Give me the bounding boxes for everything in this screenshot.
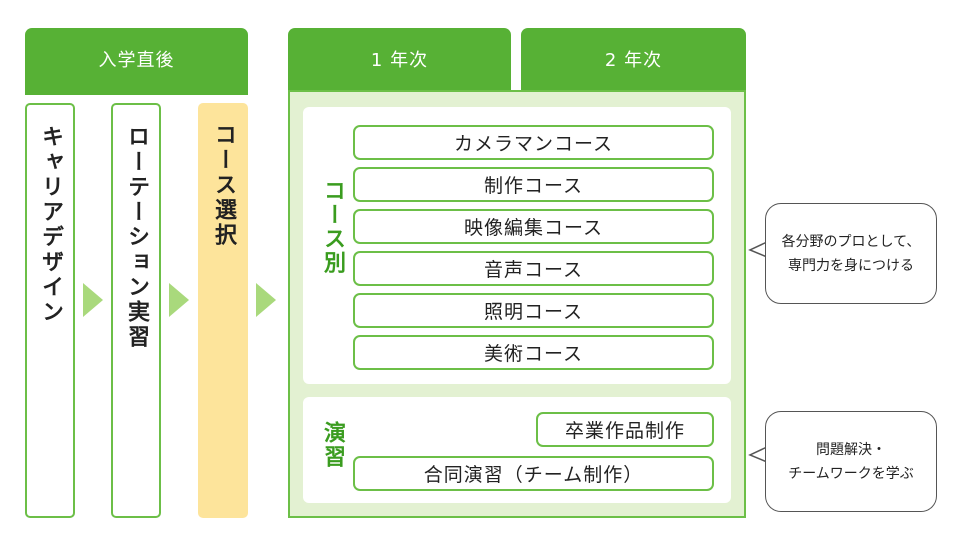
header-entry-label: 入学直後 (98, 50, 175, 71)
callout-courses-line2: 専門力を身につける (788, 257, 914, 274)
header-entry-underline (25, 90, 248, 95)
course-item: 照明コース (353, 293, 714, 328)
course-item: 映像編集コース (353, 209, 714, 244)
practice-item-joint-exercise: 合同演習（チーム制作） (353, 456, 714, 491)
header-year1: 1 年次 (288, 28, 511, 90)
arrow-right-icon (83, 283, 103, 317)
header-year1-label: 1 年次 (370, 50, 429, 71)
phase-career-design-label: キャリアデザイン (38, 125, 63, 325)
course-item: カメラマンコース (353, 125, 714, 160)
phase-course-selection: コース選択 (198, 103, 248, 518)
callout-practice-line2: チームワークを学ぶ (788, 465, 914, 482)
practice-section-title: 演習 (320, 421, 345, 469)
practice-item-graduation-work: 卒業作品制作 (536, 412, 714, 447)
header-year2-label: 2 年次 (604, 50, 663, 71)
callout-practice: 問題解決・ チームワークを学ぶ (765, 411, 937, 512)
course-item: 音声コース (353, 251, 714, 286)
arrow-right-icon (256, 283, 276, 317)
arrow-right-icon (169, 283, 189, 317)
header-year2: 2 年次 (521, 28, 746, 90)
callout-courses-line1: 各分野のプロとして、 (781, 233, 921, 250)
phase-career-design: キャリアデザイン (25, 103, 75, 518)
header-entry: 入学直後 (25, 28, 248, 90)
phase-rotation-practice: ローテーション実習 (111, 103, 161, 518)
phase-course-selection-label: コース選択 (211, 123, 236, 248)
callout-courses: 各分野のプロとして、 専門力を身につける (765, 203, 937, 304)
course-item: 制作コース (353, 167, 714, 202)
course-item: 美術コース (353, 335, 714, 370)
callout-practice-line1: 問題解決・ (816, 441, 886, 458)
courses-section-title: コース別 (320, 179, 345, 275)
phase-rotation-practice-label: ローテーション実習 (124, 125, 149, 350)
